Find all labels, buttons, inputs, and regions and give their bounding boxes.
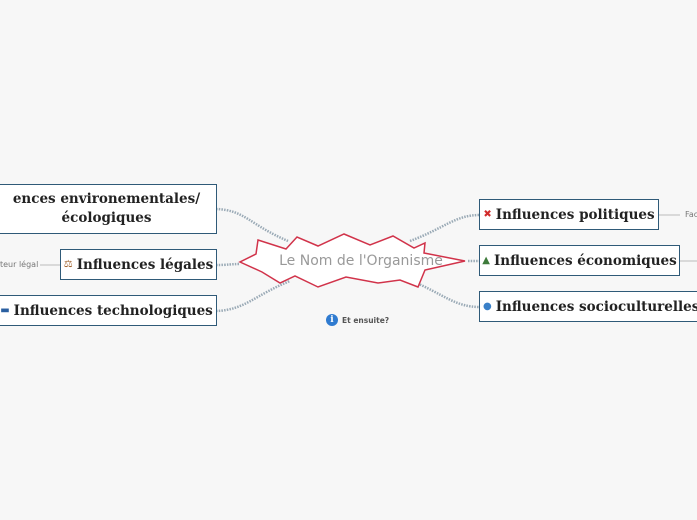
node-technological-influences[interactable]: ▬ Influences technologiques [0, 295, 217, 326]
legal-detail-label[interactable]: teur légal [0, 260, 39, 269]
node-sociocultural-label: Influences socioculturelles [495, 298, 697, 315]
central-burst-shape[interactable] [238, 233, 466, 288]
node-sociocultural-influences[interactable]: ● Influences socioculturelles [479, 291, 697, 322]
node-political-label: Influences politiques [495, 206, 655, 223]
node-economic-influences[interactable]: ▲ Influences économiques [479, 245, 680, 276]
node-legal-influences[interactable]: ⚖ Influences légales [60, 249, 217, 280]
next-label: Et ensuite? [342, 315, 390, 325]
cross-icon: ✖ [483, 209, 492, 220]
node-technological-label: Influences technologiques [13, 302, 213, 319]
gavel-icon: ⚖ [63, 259, 73, 270]
connector-political [409, 213, 481, 243]
node-economic-label: Influences économiques [493, 252, 677, 269]
node-legal-label: Influences légales [76, 256, 214, 273]
connector-technological [215, 279, 291, 313]
computer-icon: ▬ [0, 305, 10, 316]
connector-legal [215, 262, 241, 267]
central-topic[interactable]: Le Nom de l'Organisme [279, 253, 443, 269]
node-environmental-influences[interactable]: ences environementales/ écologiques [0, 184, 217, 234]
political-detail-label[interactable]: Fac [685, 210, 697, 219]
next-link[interactable]: i Et ensuite? [326, 314, 389, 326]
node-environmental-label: ences environementales/ écologiques [12, 191, 201, 226]
tree-icon: ▲ [482, 255, 490, 266]
person-icon: ● [483, 301, 492, 312]
node-political-influences[interactable]: ✖ Influences politiques [479, 199, 659, 230]
info-icon: i [326, 314, 338, 326]
connector-environmental [215, 207, 289, 243]
